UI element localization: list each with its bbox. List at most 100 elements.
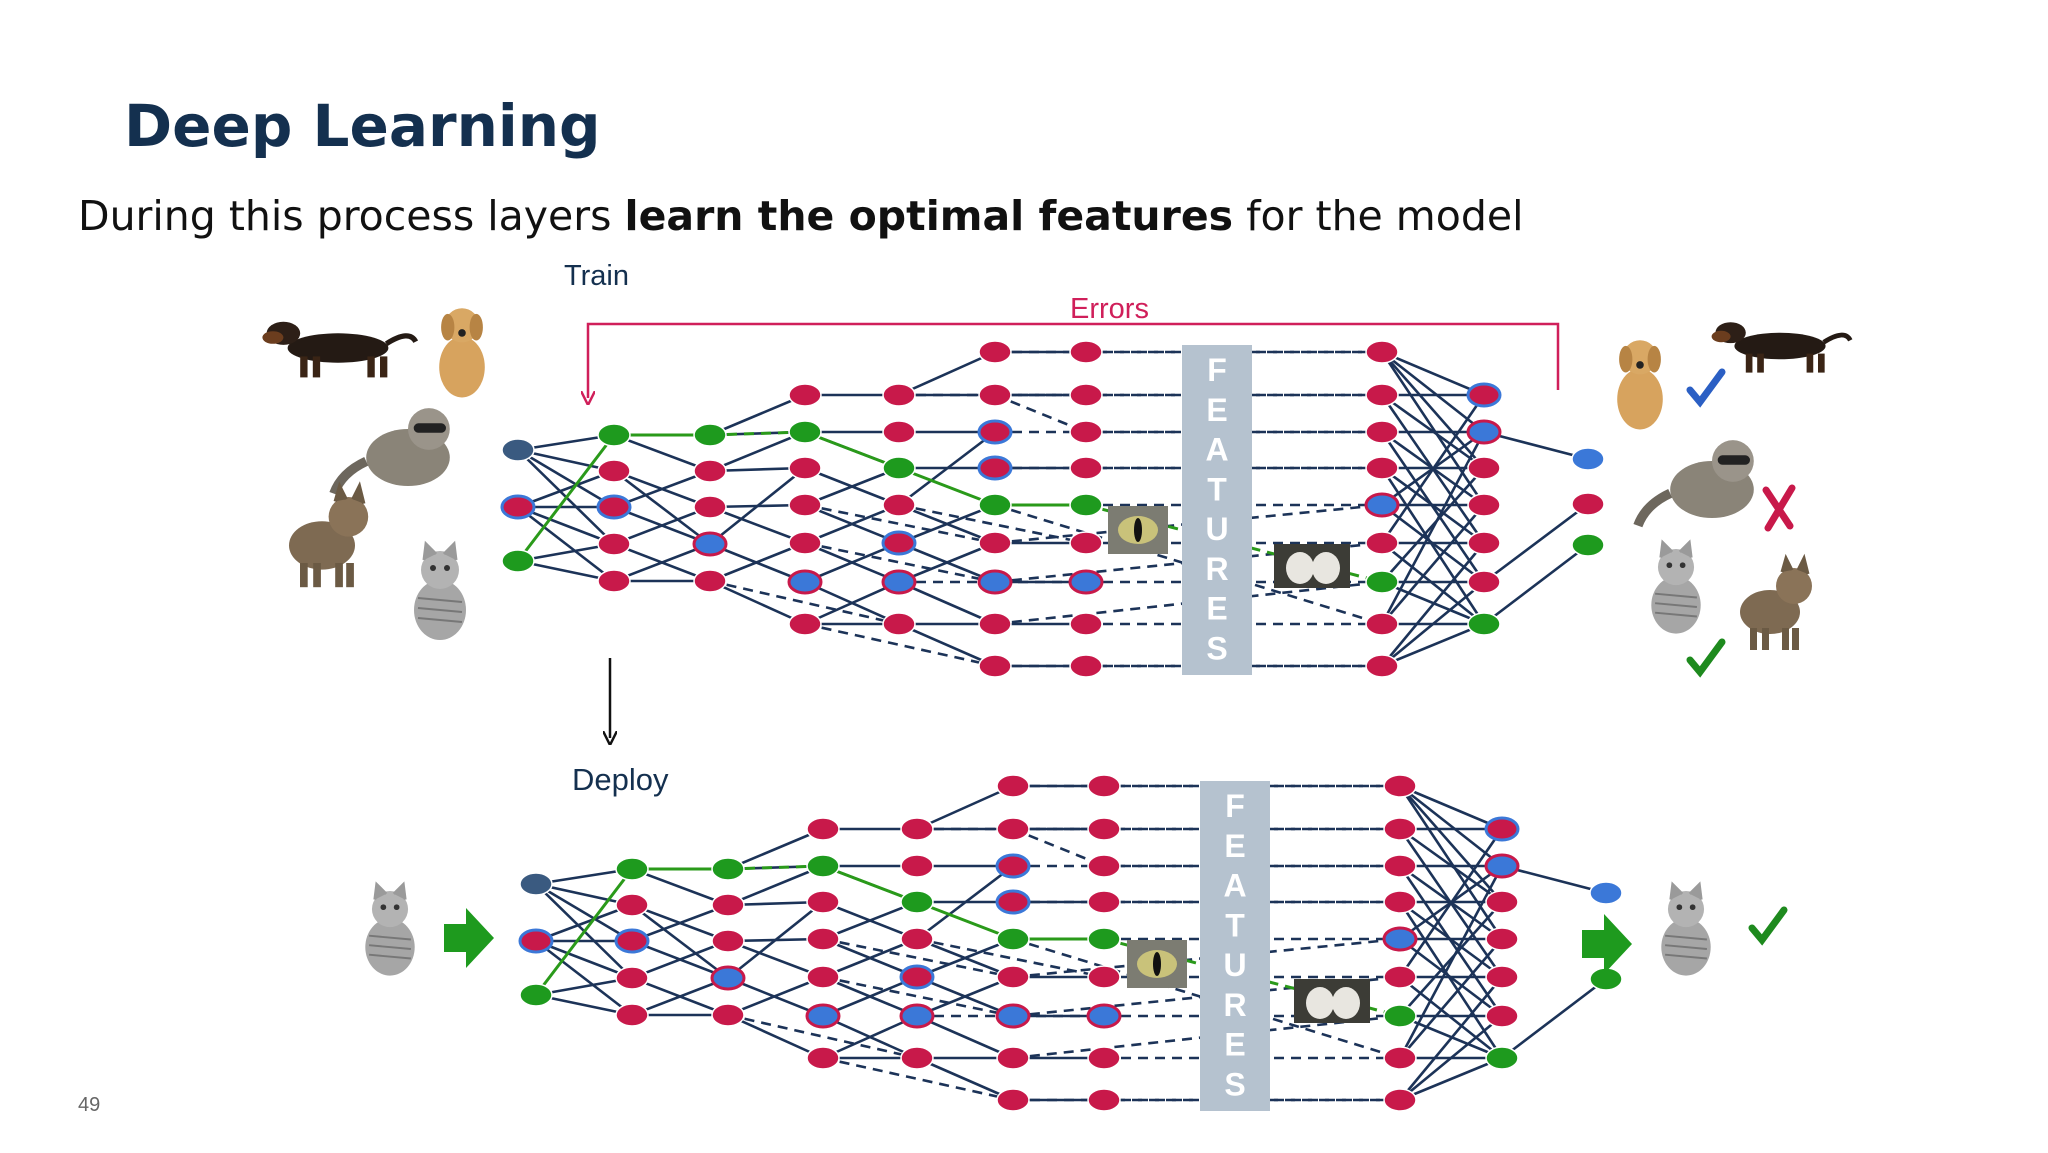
- nodes: [500, 340, 1605, 678]
- neuron-node: [1466, 382, 1502, 408]
- raccoon-photo: [1633, 440, 1754, 528]
- edge: [916, 784, 1015, 831]
- edge: [822, 975, 919, 1018]
- neuron-node: [1383, 854, 1417, 878]
- dog-labrador-photo: [439, 308, 485, 398]
- edge: [916, 937, 1015, 979]
- edge: [1399, 784, 1504, 831]
- neuron-node: [1383, 1046, 1417, 1070]
- edge: [822, 864, 918, 904]
- edge: [1381, 503, 1486, 625]
- edge: [1381, 541, 1486, 626]
- neuron-node: [996, 965, 1030, 989]
- deploy-label: Deploy: [572, 762, 669, 797]
- edge: [517, 469, 616, 509]
- edge: [613, 433, 712, 473]
- edge: [1380, 393, 1486, 544]
- edge: [709, 393, 807, 437]
- neuron-node: [1383, 965, 1417, 989]
- features-letter: A: [1223, 868, 1246, 904]
- edge: [804, 541, 901, 584]
- neuron-node: [614, 928, 650, 954]
- edge: [1380, 541, 1486, 667]
- neuron-node: [788, 383, 822, 407]
- neuron-node: [977, 419, 1013, 445]
- edge: [727, 975, 825, 1017]
- edge: [1501, 864, 1608, 896]
- edge: [1399, 785, 1504, 904]
- neuron-node: [996, 774, 1030, 798]
- edge: [631, 976, 730, 1017]
- features-letter: S: [1206, 630, 1227, 666]
- edge: [804, 503, 901, 545]
- neuron-node: [1365, 383, 1399, 407]
- edge: [1398, 975, 1504, 1101]
- subtitle-suffix: for the model: [1233, 192, 1524, 240]
- neuron-node: [597, 459, 631, 483]
- neuron-node: [806, 927, 840, 951]
- edge: [517, 448, 616, 509]
- dog-dachshund-photo: [262, 321, 419, 378]
- neuron-node: [900, 854, 934, 878]
- neuron-node: [1365, 531, 1399, 555]
- neuron-node: [977, 569, 1013, 595]
- neuron-node: [1485, 1046, 1519, 1070]
- edge: [709, 430, 807, 473]
- neuron-node: [711, 857, 745, 881]
- features-letter: T: [1225, 907, 1245, 943]
- edge: [534, 868, 634, 996]
- edge: [631, 903, 730, 943]
- neuron-node: [900, 927, 934, 951]
- neuron-node: [615, 966, 649, 990]
- neuron-node: [1087, 927, 1121, 951]
- cat-silver-photo: [1661, 881, 1711, 976]
- neuron-node: [1467, 570, 1501, 594]
- edge: [1483, 502, 1590, 584]
- subtitle-emphasis: learn the optimal features: [624, 192, 1234, 240]
- edge: [517, 505, 616, 546]
- features-band-bg: [1200, 781, 1270, 1111]
- neuron-node: [692, 531, 728, 557]
- cat-silver-photo: [414, 540, 466, 640]
- edge: [1381, 351, 1486, 470]
- features-letter: E: [1224, 828, 1245, 864]
- edge: [822, 1014, 919, 1060]
- check-icon: [1686, 638, 1726, 678]
- neuron-node: [1485, 927, 1519, 951]
- edge: [613, 505, 712, 546]
- neuron-node: [978, 493, 1012, 517]
- neuron-node: [995, 853, 1031, 879]
- neuron-node: [1383, 817, 1417, 841]
- neuron-node: [882, 420, 916, 444]
- edge: [916, 864, 1015, 941]
- edge: [1381, 580, 1486, 668]
- neuron-node: [1365, 340, 1399, 364]
- neuron-node: [978, 654, 1012, 678]
- neuron-node: [1069, 654, 1103, 678]
- edge: [1483, 543, 1590, 626]
- neuron-node: [882, 493, 916, 517]
- neuron-node: [900, 817, 934, 841]
- neuron-node: [1484, 816, 1520, 842]
- edge: [727, 864, 825, 907]
- neuron-node: [882, 612, 916, 636]
- features-letter: F: [1207, 352, 1227, 388]
- dog-labrador-photo: [1617, 340, 1663, 430]
- features-letter: R: [1223, 987, 1246, 1023]
- edge: [804, 466, 901, 507]
- cat-eye-photo: [1108, 506, 1168, 554]
- neuron-node: [788, 420, 822, 444]
- neuron-node: [1467, 493, 1501, 517]
- edge: [1381, 622, 1486, 668]
- neuron-node: [995, 1003, 1031, 1029]
- neuron-node: [597, 532, 631, 556]
- neuron-node: [519, 872, 553, 896]
- edge: [898, 350, 997, 397]
- neuron-node: [1069, 340, 1103, 364]
- features-letter: R: [1205, 551, 1228, 587]
- edge: [631, 903, 730, 980]
- neuron-node: [693, 459, 727, 483]
- neuron-node: [1069, 420, 1103, 444]
